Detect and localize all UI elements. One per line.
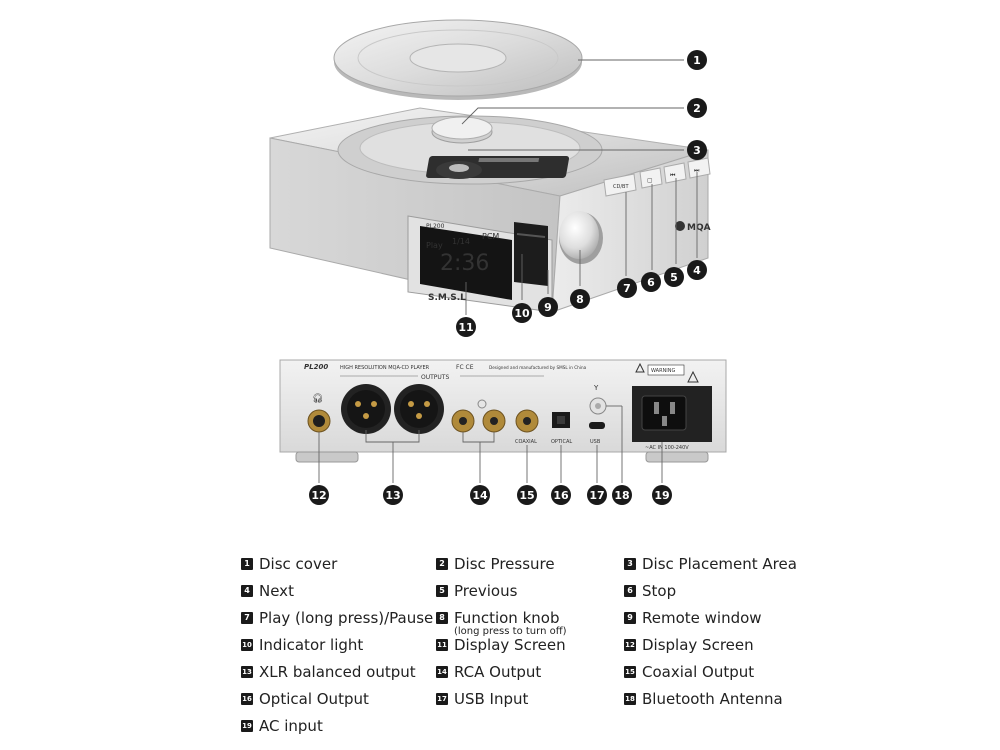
coaxial-output: COAXIAL — [515, 410, 538, 445]
svg-text:13: 13 — [385, 489, 400, 502]
svg-text:3: 3 — [693, 144, 701, 157]
player-back: PL200 HIGH RESOLUTION MQA-CD PLAYER FC C… — [280, 360, 726, 462]
svg-text:⏮: ⏮ — [670, 172, 676, 179]
display-track: 1/14 — [452, 237, 470, 246]
display-format: PCM — [482, 232, 499, 241]
svg-text:▢: ▢ — [647, 177, 653, 184]
callout-7: 7 — [617, 278, 637, 298]
callout-13: 13 — [383, 485, 403, 505]
svg-text:6: 6 — [647, 276, 655, 289]
callout-17: 17 — [587, 485, 607, 505]
svg-text:7: 7 — [623, 282, 631, 295]
svg-text:🎧︎: 🎧︎ — [312, 393, 323, 404]
svg-text:10: 10 — [514, 307, 530, 320]
callout-8: 8 — [570, 289, 590, 309]
svg-text:Y: Y — [593, 384, 599, 392]
svg-text:9: 9 — [544, 301, 552, 314]
back-made: Designed and manufactured by SMSL in Chi… — [489, 365, 587, 370]
callout-12: 12 — [309, 485, 329, 505]
svg-text:WARNING: WARNING — [651, 368, 676, 374]
front-brand: S.M.S.L — [428, 293, 466, 303]
svg-text:5: 5 — [670, 271, 678, 284]
svg-text:16: 16 — [553, 489, 569, 502]
callout-1: 1 — [687, 50, 707, 70]
display-mode: Play — [426, 241, 443, 250]
back-cert: FC CE — [456, 364, 474, 371]
svg-text:11: 11 — [458, 321, 473, 334]
display-time: 2:36 — [440, 251, 489, 276]
display-model: PL200 — [426, 223, 445, 230]
svg-text:15: 15 — [519, 489, 534, 502]
svg-text:8: 8 — [576, 293, 584, 306]
callout-11: 11 — [456, 317, 476, 337]
remote-window — [514, 222, 548, 286]
legend-item: 7 Play (long press)/Pause — [241, 608, 433, 628]
callout-18: 18 — [612, 485, 632, 505]
disc-cover — [334, 20, 582, 100]
svg-text:~AC IN 100-240V: ~AC IN 100-240V — [645, 445, 689, 451]
outputs-label: OUTPUTS — [421, 374, 449, 381]
callout-16: 16 — [551, 485, 571, 505]
svg-text:18: 18 — [614, 489, 629, 502]
callout-19: 19 — [652, 485, 672, 505]
svg-text:COAXIAL: COAXIAL — [515, 439, 537, 445]
callout-6: 6 — [641, 272, 661, 292]
svg-text:4: 4 — [693, 264, 701, 277]
back-title: HIGH RESOLUTION MQA-CD PLAYER — [340, 365, 430, 371]
svg-text:12: 12 — [311, 489, 326, 502]
svg-text:14: 14 — [472, 489, 488, 502]
legend-item: 9Remote window — [624, 608, 762, 628]
svg-text:1: 1 — [693, 54, 701, 67]
svg-text:OPTICAL: OPTICAL — [551, 439, 572, 445]
svg-text:19: 19 — [654, 489, 669, 502]
svg-text:17: 17 — [589, 489, 604, 502]
svg-text:2: 2 — [693, 102, 701, 115]
back-model: PL200 — [304, 363, 328, 371]
callout-2: 2 — [687, 98, 707, 118]
callout-10: 10 — [512, 303, 532, 323]
callout-15: 15 — [517, 485, 537, 505]
callout-4: 4 — [687, 260, 707, 280]
svg-text:MQA: MQA — [687, 223, 711, 233]
device-diagram: Play 1/14 PCM 2:36 PL200 S.M.S.L MQA CD/… — [0, 0, 1000, 545]
callout-3: 3 — [687, 140, 707, 160]
callout-5: 5 — [664, 267, 684, 287]
callout-14: 14 — [470, 485, 490, 505]
svg-text:USB: USB — [590, 439, 601, 445]
callout-9: 9 — [538, 297, 558, 317]
svg-text:CD/BT: CD/BT — [613, 184, 629, 190]
